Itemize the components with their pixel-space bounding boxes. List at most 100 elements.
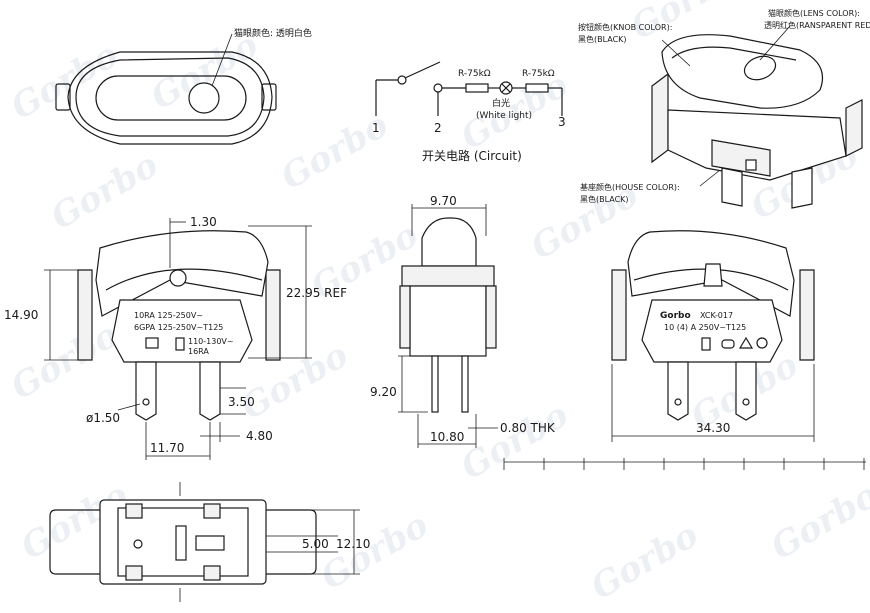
resistor-1 <box>465 83 489 93</box>
lens-color-value: 透明红色(RANSPARENT RED) <box>764 20 870 30</box>
leader-line <box>211 33 233 87</box>
terminal-label-1: 1 <box>372 121 380 135</box>
dim-pin-dia: ø1.50 <box>86 411 120 425</box>
scale-ruler <box>503 458 866 470</box>
watermark: Gorbo <box>5 315 126 408</box>
dim-pin-len: 9.20 <box>370 385 397 399</box>
lens-color-label: 猫眼颜色: 透明白色 <box>234 27 312 39</box>
iso-knob <box>661 34 824 109</box>
isometric-view: 猫眼颜色(LENS COLOR): 透明红色(RANSPARENT RED) 按… <box>578 8 870 209</box>
bottom-view: 5.00 12.10 <box>49 482 370 602</box>
iso-pin-1 <box>721 167 743 207</box>
back-indicator <box>701 337 711 351</box>
circuit-diagram: R-75kΩ R-75kΩ 白光 (White light) 1 2 3 开关电… <box>372 61 566 163</box>
leader-line <box>661 39 691 67</box>
dim-base: 10.80 <box>430 430 464 444</box>
back-rating: 10 (4) A 250V~T125 <box>664 323 746 332</box>
resistor-2-label: R-75kΩ <box>522 69 555 79</box>
top-view-lens <box>188 82 220 114</box>
top-view: 猫眼颜色: 透明白色 <box>55 27 312 145</box>
top-view-outline <box>67 51 273 145</box>
watermark: Gorbo <box>765 475 870 568</box>
side-knob <box>421 217 477 267</box>
dim-height: 22.95 REF <box>286 286 347 300</box>
watermark: Gorbo <box>315 505 436 598</box>
front-pin-hole <box>142 398 150 406</box>
back-side-wall-right <box>799 269 815 361</box>
knob-color-title: 按钮颜色(KNOB COLOR): <box>578 22 672 32</box>
dim-top: 9.70 <box>430 194 457 208</box>
iso-lens <box>743 55 777 81</box>
resistor-1-label: R-75kΩ <box>458 69 491 79</box>
bottom-inner-frame <box>117 507 249 577</box>
watermark: Gorbo <box>455 395 576 488</box>
dim-pin-offset: 4.80 <box>246 429 273 443</box>
terminal-node-2 <box>433 83 443 93</box>
dim-width: 34.30 <box>696 421 730 435</box>
front-pivot <box>169 269 187 287</box>
lamp-cross <box>501 83 511 93</box>
bottom-pin-slot <box>175 525 187 561</box>
knob-color-value: 黑色(BLACK) <box>578 34 627 44</box>
back-cert-mark <box>721 339 735 349</box>
dim-pin-pitch: 11.70 <box>150 441 184 455</box>
rating-text-3: 110-130V~ <box>188 337 234 346</box>
watermark: Gorbo <box>585 515 706 608</box>
watermark: Gorbo <box>45 145 166 238</box>
watermark: Gorbo <box>5 35 126 128</box>
iso-pin-2 <box>791 167 813 209</box>
house-color-title: 基座颜色(HOUSE COLOR): <box>580 182 680 192</box>
side-pin-1 <box>431 355 439 413</box>
front-indicator <box>175 337 185 351</box>
lens-color-title: 猫眼颜色(LENS COLOR): <box>768 8 860 18</box>
dim-pin-width: 3.50 <box>228 395 255 409</box>
back-warning-icon <box>738 336 754 349</box>
top-view-housing <box>75 57 265 137</box>
front-side-wall-right <box>265 269 281 361</box>
resistor-2 <box>525 83 549 93</box>
front-pin-2 <box>199 361 221 421</box>
dim-thk: 0.80 THK <box>500 421 556 435</box>
watermark: Gorbo <box>275 105 396 198</box>
terminal-label-2: 2 <box>434 121 442 135</box>
back-pivot <box>703 263 723 287</box>
back-side-wall-left <box>611 269 627 361</box>
bottom-clip <box>125 503 143 519</box>
switch-contact <box>404 61 441 79</box>
watermark: Gorbo <box>235 335 356 428</box>
iso-side-wall-left <box>651 72 669 164</box>
side-view: 9.70 9.20 0.80 THK 10.80 <box>370 194 556 448</box>
rating-text-4: 16RA <box>188 347 209 356</box>
dim-outer: 12.10 <box>336 537 370 551</box>
terminal-node-1 <box>397 75 407 85</box>
front-view: 10RA 125-250V~ 6GPA 125-250V~T125 110-13… <box>4 215 347 460</box>
house-color-value: 黑色(BLACK) <box>580 194 629 204</box>
front-cert-mark <box>145 337 159 349</box>
back-brand: Gorbo <box>660 311 691 321</box>
lamp-label-cn: 白光 <box>492 97 510 109</box>
bottom-clip <box>203 503 221 519</box>
leader-line <box>699 169 721 187</box>
back-pin-2 <box>735 361 757 421</box>
back-ce-icon <box>756 337 768 349</box>
front-housing <box>111 299 253 363</box>
bottom-clip <box>125 565 143 581</box>
iso-knob-edge <box>671 46 797 61</box>
dim-inner: 5.00 <box>302 537 329 551</box>
bottom-edge-left <box>49 509 100 575</box>
back-pin-hole <box>674 398 682 406</box>
bottom-pin-slot <box>195 535 225 551</box>
terminal-label-3: 3 <box>558 115 566 129</box>
rating-text-1: 10RA 125-250V~ <box>134 311 203 320</box>
rating-text-2: 6GPA 125-250V~T125 <box>134 323 223 332</box>
back-model: XCK-017 <box>700 311 733 320</box>
back-view: Gorbo XCK-017 10 (4) A 250V~T125 34.30 <box>611 230 815 442</box>
side-housing <box>409 285 487 357</box>
dim-pivot: 1.30 <box>190 215 217 229</box>
iso-side-wall-right <box>845 99 863 157</box>
side-pin-2 <box>461 355 469 413</box>
top-view-knob <box>95 75 247 121</box>
bottom-hole <box>133 539 143 549</box>
back-pin-1 <box>667 361 689 421</box>
